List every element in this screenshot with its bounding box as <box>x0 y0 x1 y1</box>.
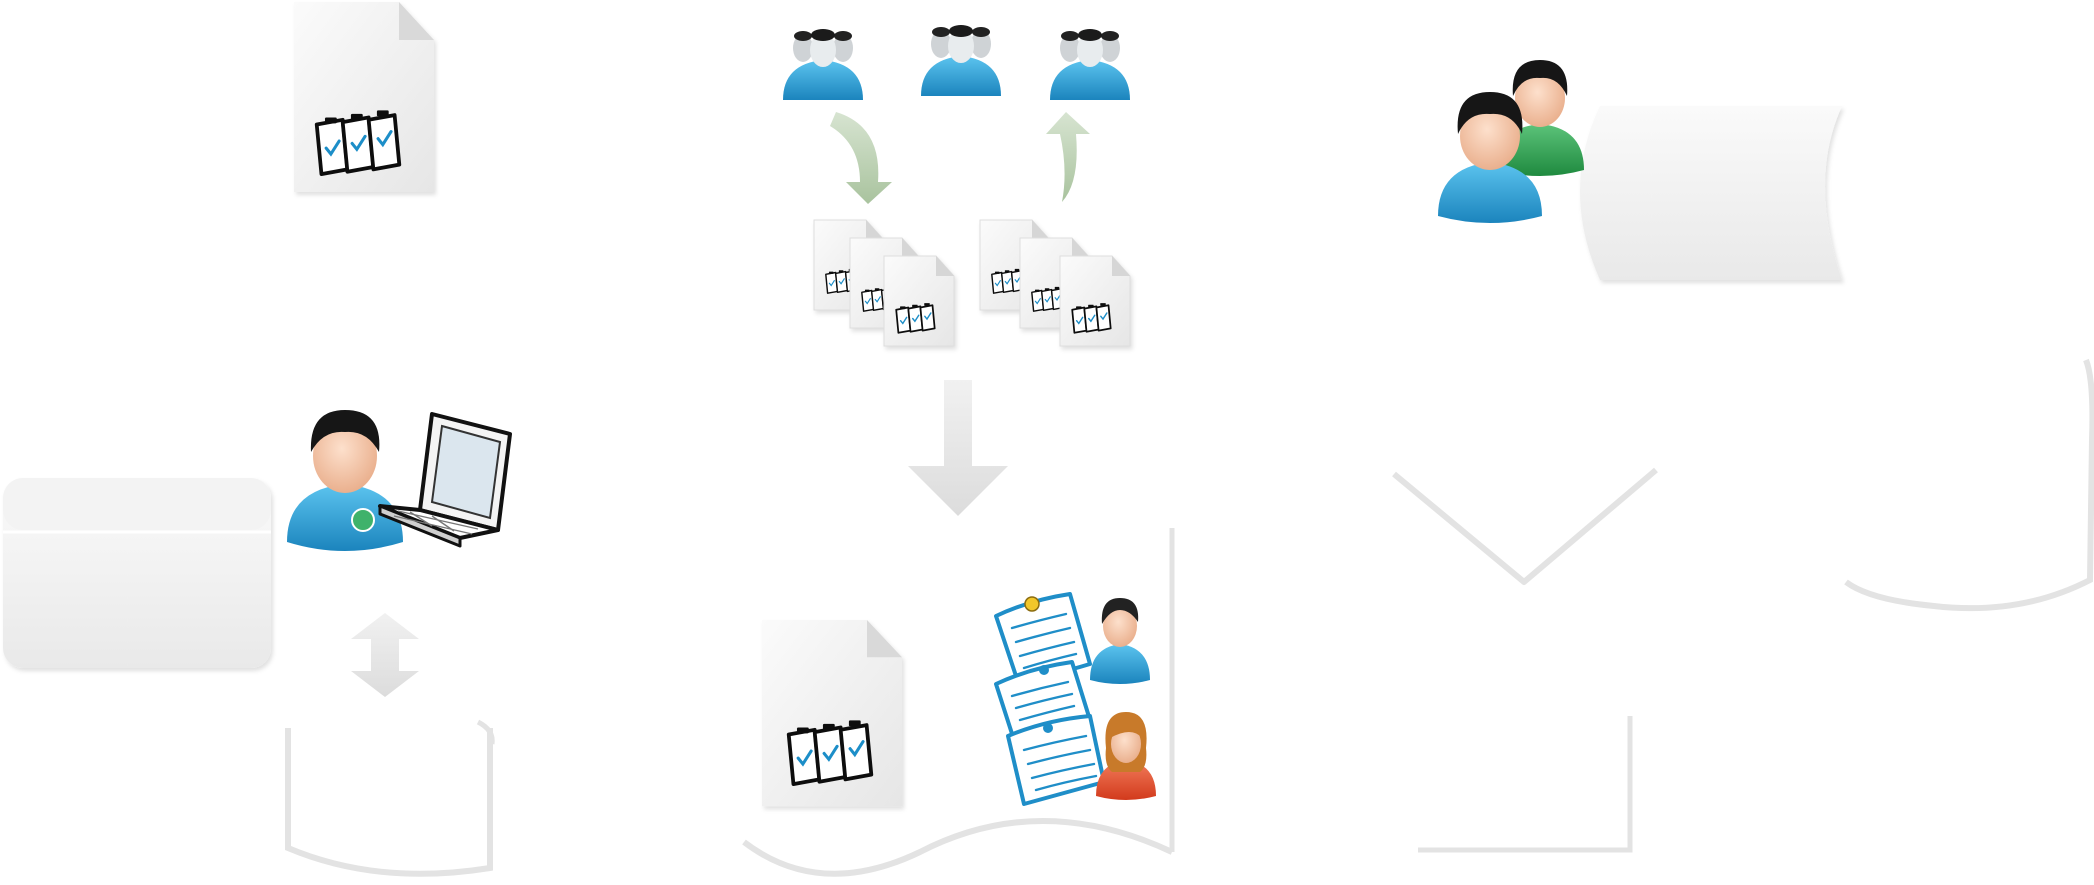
checklist-stack-1 <box>813 219 955 347</box>
down-arrow <box>908 380 1008 516</box>
user-pair <box>1438 60 1584 223</box>
user-with-laptop <box>287 410 512 551</box>
user-icon <box>287 410 403 551</box>
green-curved-arrow-down <box>830 112 892 204</box>
green-curved-arrow-up <box>1046 112 1090 202</box>
panel-box <box>3 478 271 668</box>
right-cylinder <box>1844 358 2094 612</box>
checklist-icon <box>786 718 874 786</box>
scroll-panel <box>1580 106 1842 280</box>
right-workflow <box>1392 60 2094 853</box>
checklist-document-lower <box>762 620 902 807</box>
check-mark <box>1392 467 1658 585</box>
reviewer-female-icon <box>1096 712 1156 800</box>
reviewer-male-icon <box>1090 598 1150 684</box>
notes-with-reviewers <box>994 592 1156 806</box>
user-group-1 <box>783 29 863 100</box>
user-blue-icon <box>1438 92 1542 223</box>
double-headed-arrow <box>351 613 419 697</box>
user-group-2 <box>921 25 1001 96</box>
corner-bracket <box>1418 716 1633 853</box>
wavy-document-panel <box>742 528 1175 877</box>
checklist-icon <box>314 108 402 176</box>
checklist-stack-2 <box>979 219 1131 347</box>
center-workflow <box>742 25 1175 877</box>
user-group-3 <box>1050 29 1130 100</box>
laptop-icon <box>378 412 512 548</box>
storage-cylinder <box>285 719 495 877</box>
checklist-document <box>294 2 434 192</box>
left-workflow <box>3 2 512 877</box>
